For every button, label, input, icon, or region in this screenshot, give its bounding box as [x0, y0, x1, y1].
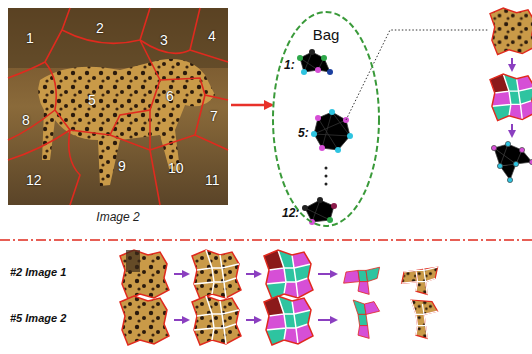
region-number: 9	[118, 158, 126, 174]
region-number: 6	[166, 88, 174, 104]
bag-ellipse: Bag	[271, 10, 381, 228]
bag-title: Bag	[271, 26, 381, 43]
region-number: 10	[168, 160, 184, 176]
photo-panel: Image 2	[8, 8, 228, 224]
region-number: 12	[26, 172, 42, 188]
region-number: 11	[205, 172, 220, 188]
graph-index: 1:	[284, 58, 295, 72]
region-number: 1	[26, 30, 34, 46]
region-number: 4	[208, 28, 216, 44]
flow-arrow	[231, 104, 272, 107]
region-number: 2	[96, 20, 104, 36]
image-caption: Image 2	[8, 210, 228, 224]
graph-index: 5:	[298, 126, 309, 140]
region-number: 3	[160, 32, 168, 48]
region-number: 8	[22, 112, 30, 128]
graph-index: 12:	[282, 206, 299, 220]
row-label: #5 Image 2	[10, 312, 66, 324]
row-label: #2 Image 1	[10, 266, 66, 278]
region-number: 5	[88, 92, 96, 108]
region-number: 7	[210, 108, 218, 124]
